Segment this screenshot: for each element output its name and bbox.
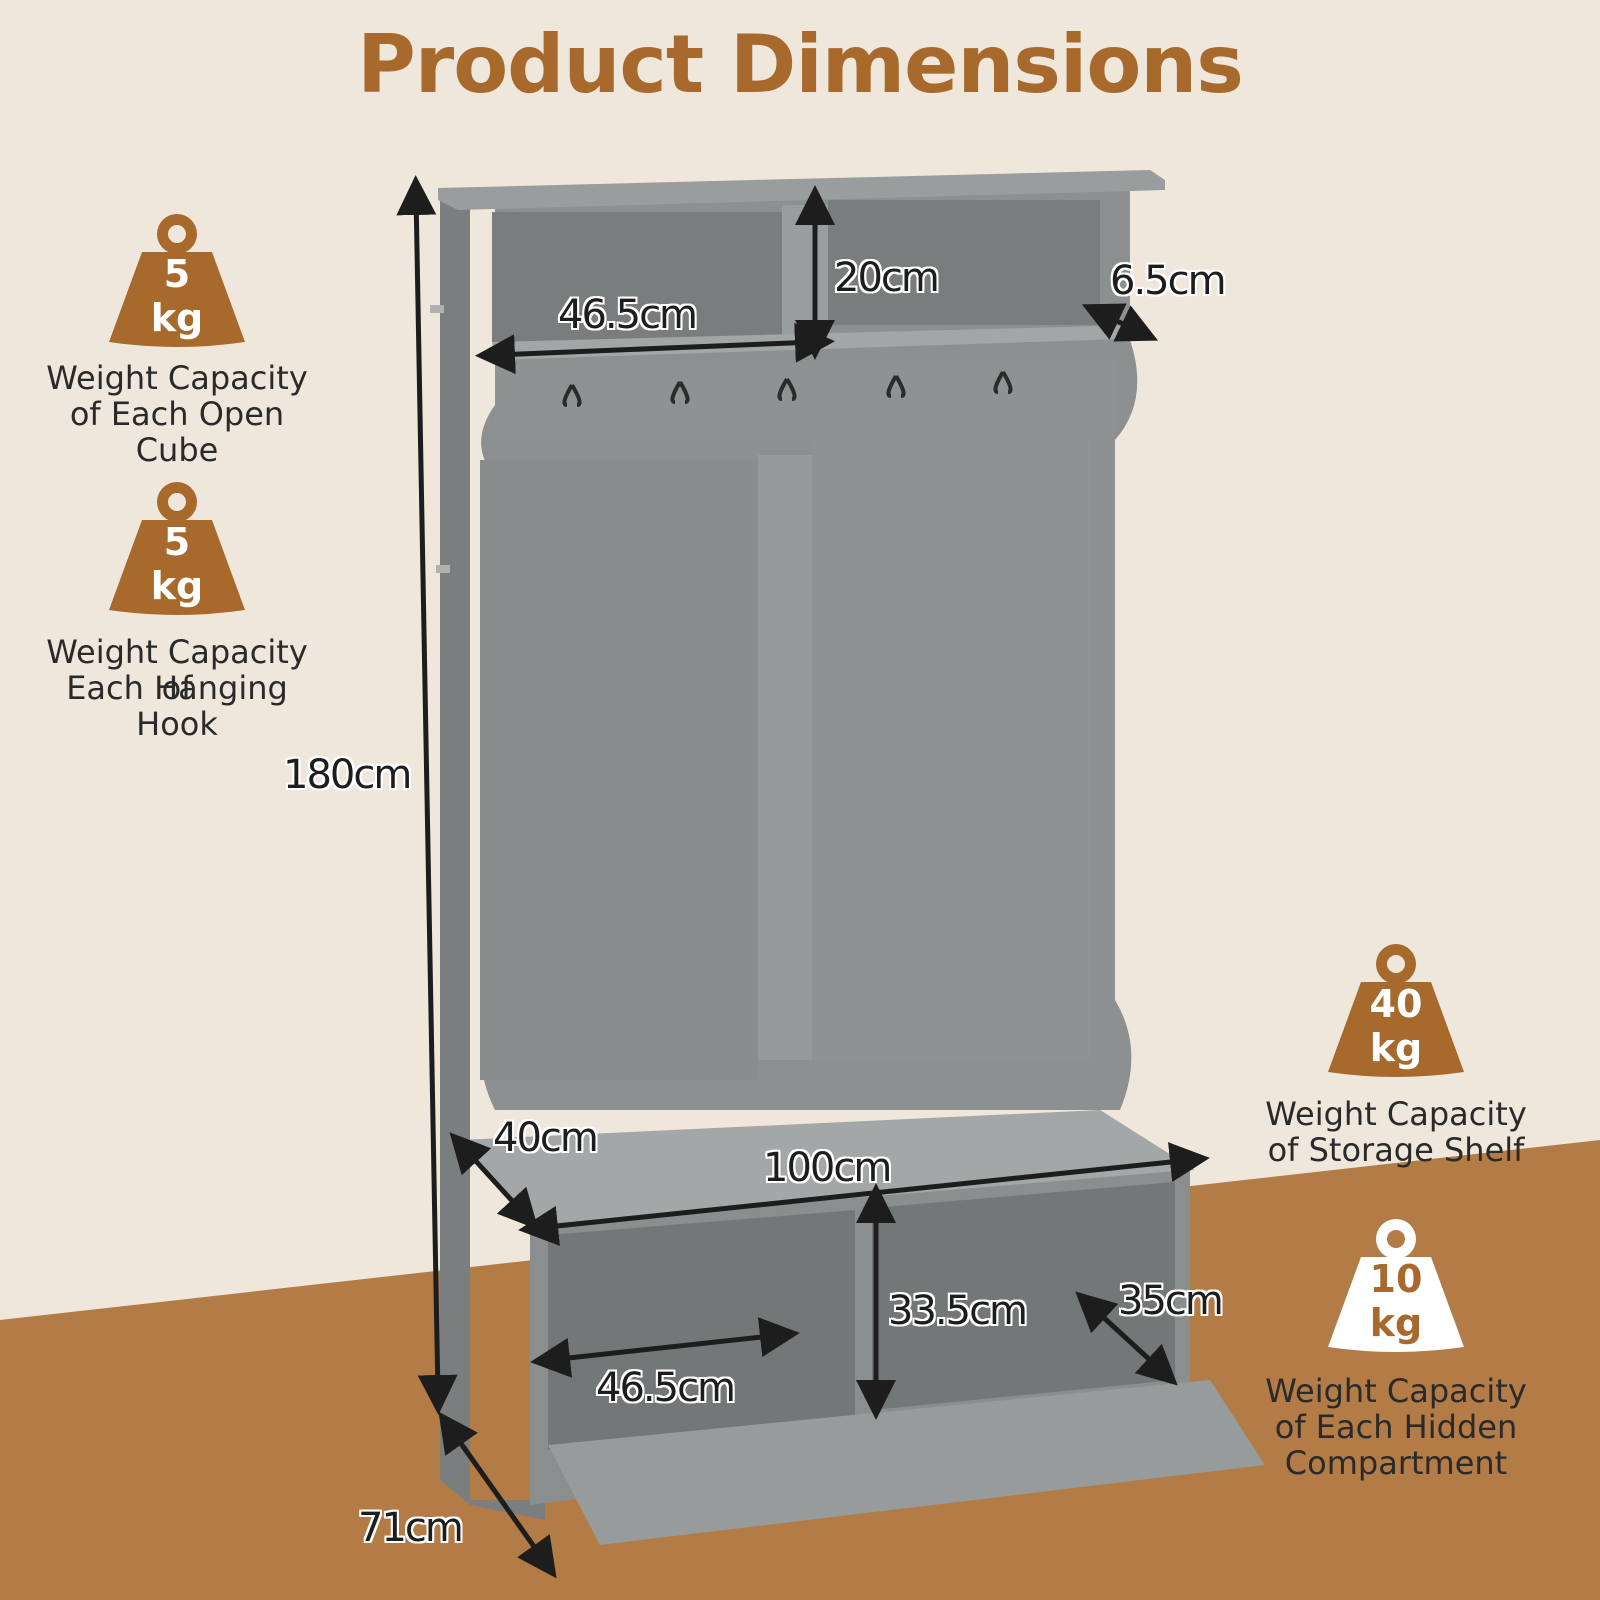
capacity-caption-line-1: Weight Capacity	[46, 359, 308, 397]
capacity-caption-line-1: Weight Capacity	[1265, 1372, 1527, 1410]
weight-unit: kg	[1369, 1026, 1423, 1070]
top-cube-width-label: 46.5cm	[558, 292, 698, 338]
weight-icon	[109, 482, 245, 615]
compartment-depth-arrow	[1075, 1291, 1178, 1386]
weight-icon	[109, 214, 245, 347]
capacity-caption-line-2: of Each Hidden	[1274, 1408, 1518, 1446]
weight-icon	[1328, 1219, 1464, 1352]
compartment-height-label: 33.5cm	[888, 1288, 1028, 1334]
open-depth-label: 71cm	[358, 1505, 464, 1551]
capacity-caption-line-2: Each Hanging Hook	[66, 669, 288, 743]
compartment-width-arrow	[530, 1317, 800, 1378]
top-shelf-depth-label: 6.5cm	[1110, 258, 1227, 304]
weight-value: 5	[163, 520, 191, 564]
top-cube-height-label: 20cm	[834, 255, 940, 301]
weight-unit: kg	[1369, 1301, 1423, 1345]
open-cube-capacity: 5 kg Weight Capacity of Each Open Cube	[27, 210, 327, 468]
storage-shelf-capacity: 40 kg Weight Capacity of Storage Shelf	[1246, 940, 1546, 1170]
capacity-caption-line-2: of Storage Shelf	[1267, 1131, 1525, 1169]
back-panel-center-stile	[758, 455, 812, 1060]
capacity-caption-line-1: Weight Capacity	[1265, 1095, 1527, 1133]
compartment-depth-label: 35cm	[1118, 1278, 1224, 1324]
capacity-caption-line-3: Compartment	[1284, 1444, 1508, 1482]
top-cube-width-arrow	[475, 322, 835, 375]
page-title: Product Dimensions	[357, 18, 1244, 111]
bench-depth-arrow	[449, 1132, 539, 1230]
height-arrow	[396, 175, 458, 1415]
back-panel-left	[480, 460, 758, 1080]
open-depth-arrow	[438, 1411, 557, 1579]
compartment-width-label: 46.5cm	[596, 1365, 736, 1411]
drop-down-lid	[548, 1380, 1265, 1545]
open-cube-right	[828, 200, 1100, 325]
capacity-caption-line-2: of Each Open Cube	[69, 395, 285, 469]
capacity-caption-line-1: Weight Capacity of	[46, 633, 308, 707]
weight-value: 40	[1369, 982, 1423, 1026]
top-shelf-depth-arrow	[1081, 303, 1159, 342]
weight-unit: kg	[150, 296, 204, 340]
weight-value: 10	[1369, 1257, 1423, 1301]
weight-unit: kg	[150, 564, 204, 608]
weight-icon	[1328, 944, 1464, 1077]
open-cube-left	[492, 212, 782, 342]
weight-value: 5	[163, 252, 191, 296]
hanging-hook-capacity: 5 kg Weight Capacity of Each Hanging Hoo…	[27, 478, 327, 742]
bench-width-label: 100cm	[763, 1145, 892, 1191]
height-label: 180cm	[283, 752, 412, 798]
coat-hooks	[562, 370, 1013, 407]
bench-depth-label: 40cm	[493, 1115, 599, 1161]
back-panel-right	[812, 440, 1090, 1060]
hidden-compartment-capacity: 10 kg Weight Capacity of Each Hidden Com…	[1246, 1215, 1546, 1485]
